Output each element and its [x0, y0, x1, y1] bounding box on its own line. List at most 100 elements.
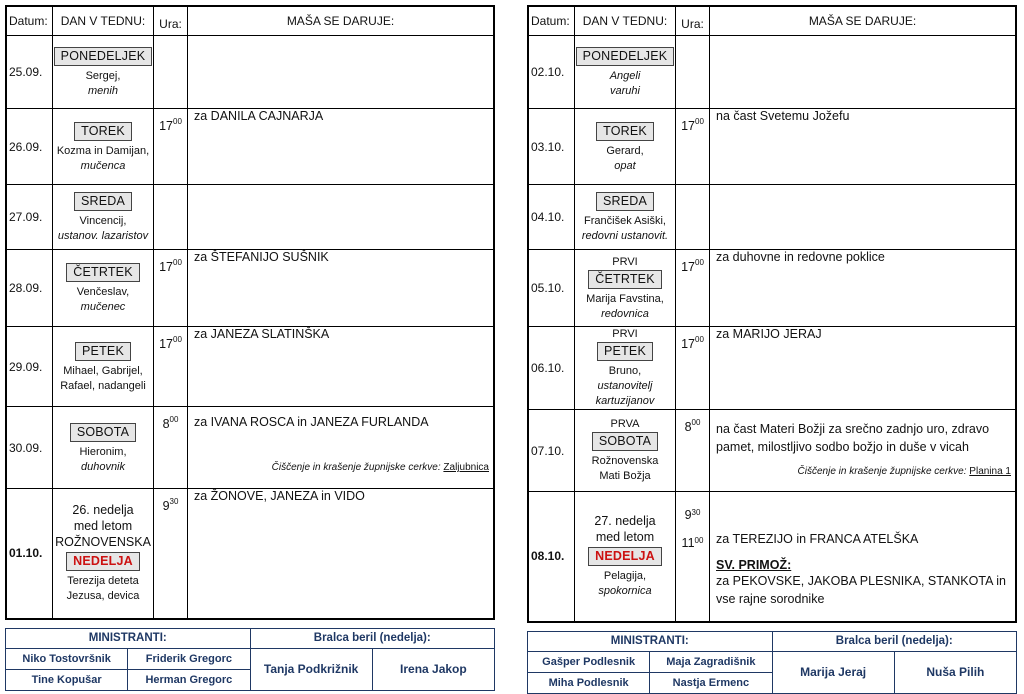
- saint-title: mučenec: [80, 301, 126, 313]
- day-cell: 27. nedelja med letom NEDELJA Pelagija, …: [574, 491, 676, 622]
- saint-title: redovnica: [601, 307, 649, 320]
- altar-servers-header: MINISTRANTI:: [5, 627, 251, 649]
- intention-cell: [187, 184, 495, 250]
- cleaning-label: Čiščenje in krašenje župnijske cerkve:: [271, 462, 441, 473]
- sunday-label: ROŽNOVENSKA: [55, 535, 151, 550]
- day-name: PETEK: [597, 342, 653, 361]
- time-minutes: 00: [695, 117, 704, 126]
- saint-name: Terezija deteta: [67, 575, 139, 588]
- saint-title: kartuzijanov: [595, 395, 655, 407]
- schedule-week-2: Datum: DAN V TEDNU: Ura: MAŠA SE DARUJE:…: [526, 5, 1018, 694]
- day-name: SOBOTA: [69, 422, 137, 442]
- time-minutes: 00: [695, 258, 704, 267]
- time-hour: 9: [162, 499, 170, 513]
- date-cell: 05.10.: [527, 249, 575, 327]
- saint-name: Mihael, Gabrijel,: [63, 364, 143, 377]
- sunday-label: med letom: [595, 530, 655, 545]
- time-cell: 1700: [153, 326, 188, 407]
- intention-text: na čast Materi Božji za srečno zadnjo ur…: [716, 422, 990, 454]
- saint-title: menih: [88, 85, 118, 97]
- cleaning-place: Zaljubnica: [443, 462, 489, 473]
- header-dan: DAN V TEDNU:: [52, 5, 154, 36]
- sunday-label: med letom: [73, 519, 133, 534]
- header-dan: DAN V TEDNU:: [574, 5, 676, 36]
- day-name: TOREK: [74, 121, 132, 141]
- time-cell: 800: [675, 409, 710, 492]
- time-minutes: 00: [694, 536, 704, 545]
- cleaning-place: Planina 1: [969, 466, 1011, 477]
- cleaning-label: Čiščenje in krašenje župnijske cerkve:: [797, 466, 967, 477]
- time-cell: 1700: [153, 108, 188, 185]
- saint-title: opat: [614, 159, 636, 172]
- saint-title: Jezusa, devica: [66, 590, 140, 603]
- altar-server: Tine Kopušar: [4, 668, 129, 691]
- time-hour: 17: [681, 337, 695, 351]
- reader: Nuša Pilih: [893, 650, 1018, 694]
- altar-server: Niko Tostovršnik: [4, 647, 129, 670]
- time-hour: 8: [684, 420, 692, 434]
- table-row: 29.09. PETEK Mihael, Gabrijel, Rafael, nad…: [5, 326, 495, 407]
- date-cell: 02.10.: [527, 35, 575, 109]
- intention-text: za MARIJO JERAJ: [709, 326, 1017, 410]
- time-cell: 1700: [153, 249, 188, 327]
- date-cell: 06.10.: [527, 326, 575, 410]
- date-cell: 26.09.: [5, 108, 53, 185]
- saint-name: Rožnovenska: [591, 455, 659, 467]
- saint-name: Angeli: [609, 70, 641, 82]
- saint-name: Bruno,: [608, 365, 642, 377]
- header-ura: Ura:: [675, 5, 710, 36]
- header-ura: Ura:: [153, 5, 188, 36]
- altar-server: Herman Gregorc: [127, 668, 251, 691]
- date-cell: 25.09.: [5, 35, 53, 109]
- intention-text: za ŠTEFANIJO SUŠNIK: [187, 249, 495, 327]
- time-hour: 17: [159, 119, 173, 133]
- day-name: SOBOTA: [591, 432, 659, 451]
- first-label: PRVA: [610, 418, 640, 430]
- reader: Tanja Podkrižnik: [249, 647, 373, 691]
- time-cell: [153, 35, 188, 109]
- day-name: PETEK: [75, 341, 131, 361]
- sunday-label: 26. nedelja: [72, 503, 134, 518]
- day-cell: SREDA Frančišek Asiški, redovni ustanovit.: [574, 184, 676, 250]
- day-cell: 26. nedelja med letom ROŽNOVENSKA NEDELJ…: [52, 488, 154, 619]
- date-cell: 29.09.: [5, 326, 53, 407]
- day-name: SREDA: [595, 192, 655, 211]
- saint-name: Frančišek Asiški,: [584, 215, 666, 227]
- saint-name: Marija Favstina,: [586, 292, 664, 305]
- date-cell: 03.10.: [527, 108, 575, 185]
- intention-cell: [187, 35, 495, 109]
- saint-title: ustanov. lazaristov: [57, 230, 149, 242]
- time-cell: 1700: [675, 326, 710, 410]
- first-label: PRVI: [612, 328, 638, 340]
- schedule-table: Datum: DAN V TEDNU: Ura: MAŠA SE DARUJE:…: [527, 5, 1017, 623]
- date-cell: 07.10.: [527, 409, 575, 492]
- day-name: NEDELJA: [66, 552, 140, 572]
- saint-title: mučenca: [80, 159, 126, 172]
- date-cell: 30.09.: [5, 406, 53, 489]
- day-name: NEDELJA: [588, 547, 662, 567]
- saint-title: redovni ustanovit.: [581, 230, 669, 242]
- intention-cell: [709, 35, 1017, 109]
- readers-header: Bralca beril (nedelja):: [771, 630, 1017, 652]
- day-name: ČETRTEK: [588, 269, 662, 289]
- footer-table: MINISTRANTI: Bralca beril (nedelja): Gaš…: [526, 630, 1018, 694]
- time-minutes: 30: [691, 508, 701, 517]
- time-hour: 17: [159, 260, 173, 274]
- altar-server: Friderik Gregorc: [127, 647, 251, 670]
- saint-title: duhovnik: [80, 460, 126, 473]
- intention-text: za JANEZA SLATINŠKA: [187, 326, 495, 407]
- time-minutes: 00: [173, 258, 182, 267]
- saint-title: Rafael, nadangeli: [60, 379, 146, 392]
- intention-text: za DANILA CAJNARJA: [187, 108, 495, 185]
